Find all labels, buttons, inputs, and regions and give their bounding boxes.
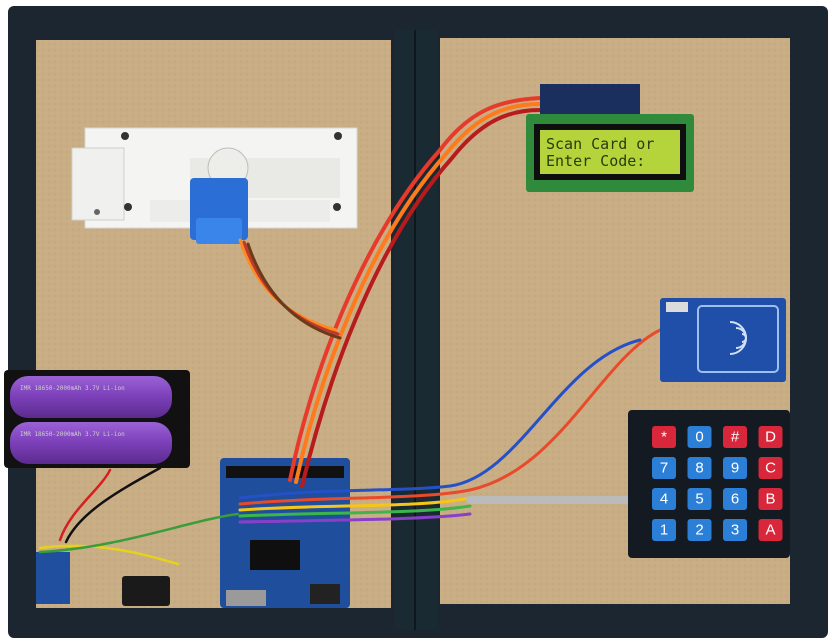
keypad-key-label: 4	[660, 491, 668, 508]
keypad-key[interactable]	[723, 519, 747, 541]
keypad-key-label: 0	[695, 429, 703, 446]
keypad-key[interactable]	[687, 426, 712, 448]
keypad-key[interactable]	[758, 519, 783, 541]
keypad-key[interactable]	[758, 426, 783, 448]
wiring	[38, 96, 662, 566]
battery-label: IMR 18650-2000mAh 3.7V Li-ion	[20, 431, 125, 438]
charger-module	[36, 552, 70, 604]
keypad-key[interactable]	[687, 457, 712, 479]
lcd-line-2: Enter Code:	[546, 152, 645, 170]
keypad-key-label: 6	[731, 491, 739, 508]
keypad-key[interactable]	[652, 519, 676, 541]
lcd-line-1: Scan Card or	[546, 135, 654, 153]
keypad-key-label: #	[731, 429, 740, 446]
battery-pack: IMR 18650-2000mAh 3.7V Li-ion IMR 18650-…	[4, 370, 190, 468]
keypad-key-label: 2	[695, 522, 703, 539]
keypad-key-label: C	[765, 460, 776, 477]
keypad-key[interactable]	[723, 488, 747, 510]
keypad-key-label: 5	[695, 491, 703, 508]
keypad-key-label: *	[661, 429, 667, 446]
keypad-key-label: 1	[660, 522, 668, 539]
keypad-key[interactable]	[652, 488, 676, 510]
keypad-key-label: 3	[731, 522, 739, 539]
power-switch[interactable]	[122, 576, 170, 606]
keypad-key-label: A	[765, 522, 775, 539]
keypad-key-label: 8	[695, 460, 703, 477]
keypad-key[interactable]	[652, 426, 676, 448]
lcd-display: Scan Card or Enter Code:	[526, 84, 694, 192]
keypad-key[interactable]	[723, 426, 747, 448]
keypad-key[interactable]	[687, 519, 712, 541]
rfid-reader	[660, 298, 786, 382]
servo-lock-mechanism	[71, 127, 358, 244]
keypad-key[interactable]	[687, 488, 712, 510]
keypad-key[interactable]	[652, 457, 676, 479]
keypad-key[interactable]	[723, 457, 747, 479]
arduino-board	[220, 458, 350, 608]
keypad-key-label: D	[765, 429, 776, 446]
keypad-key-label: 7	[660, 460, 668, 477]
keypad-key-label: 9	[731, 460, 739, 477]
keypad-key[interactable]	[758, 457, 783, 479]
keypad-key-label: B	[765, 491, 775, 508]
battery-label: IMR 18650-2000mAh 3.7V Li-ion	[20, 385, 125, 392]
keypad-key[interactable]	[758, 488, 783, 510]
